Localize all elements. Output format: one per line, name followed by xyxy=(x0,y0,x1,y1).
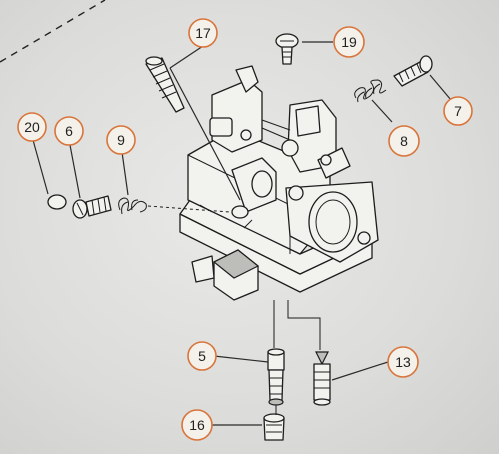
assembly-axis-line xyxy=(147,205,231,213)
callout-17[interactable]: 17 xyxy=(188,18,218,48)
carburetor-body[interactable] xyxy=(179,65,379,301)
air-screw-port xyxy=(231,205,249,219)
callout-7[interactable]: 7 xyxy=(443,96,473,126)
part-6-air-screw[interactable] xyxy=(72,195,112,219)
part-8-spring[interactable] xyxy=(354,79,387,103)
part-5-main-jet[interactable] xyxy=(267,348,285,406)
callout-16[interactable]: 16 xyxy=(181,409,213,441)
needle-assembly-line xyxy=(287,300,321,350)
callout-13[interactable]: 13 xyxy=(387,346,419,378)
part-19-screw[interactable] xyxy=(275,33,299,65)
callout-9[interactable]: 9 xyxy=(106,125,136,155)
part-17-pilot-screw[interactable] xyxy=(145,56,185,113)
leader-lines xyxy=(32,41,452,426)
callout-8[interactable]: 8 xyxy=(388,125,420,157)
part-7-throttle-stop-screw[interactable] xyxy=(393,55,433,87)
callout-20[interactable]: 20 xyxy=(17,112,47,142)
callout-5[interactable]: 5 xyxy=(187,341,217,371)
callout-19[interactable]: 19 xyxy=(333,26,365,58)
part-9-spring[interactable] xyxy=(118,197,147,215)
part-20-plug[interactable] xyxy=(47,194,67,210)
part-16-pilot-jet[interactable] xyxy=(263,413,285,441)
part-13-needle-valve[interactable] xyxy=(313,351,331,406)
boundary-dashed-line xyxy=(0,0,106,63)
callout-6[interactable]: 6 xyxy=(54,116,84,146)
